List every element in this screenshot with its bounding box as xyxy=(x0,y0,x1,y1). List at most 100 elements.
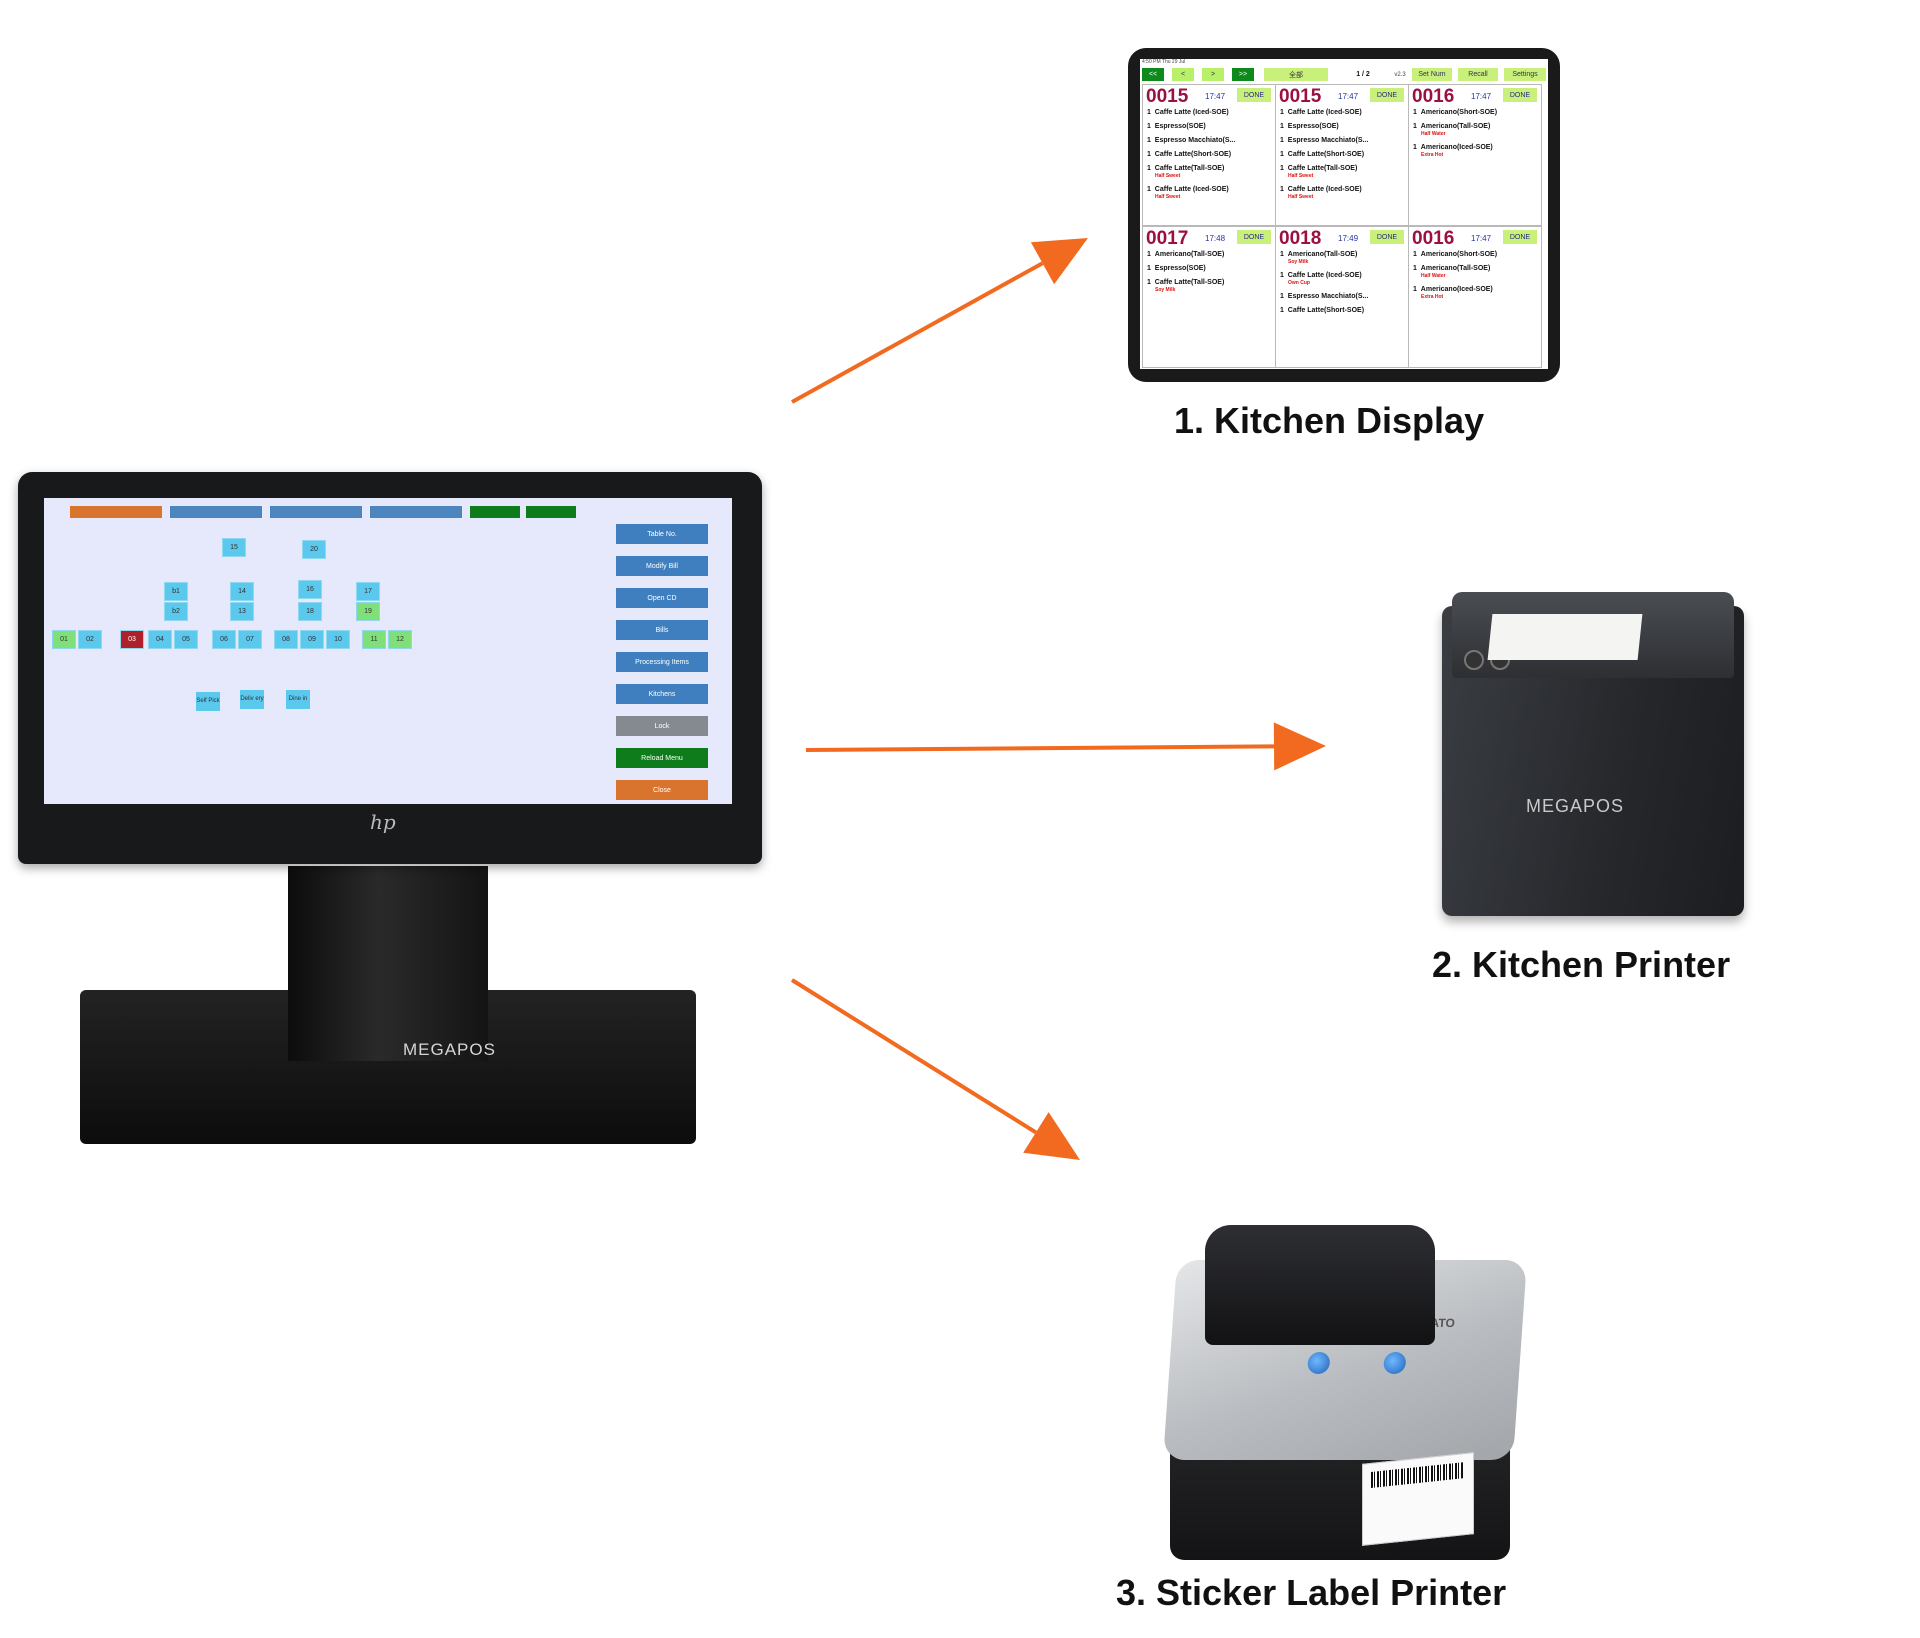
kds-order-item: 1 Caffe Latte(Short-SOE) xyxy=(1280,307,1406,314)
kds-item-modifier: Half Water xyxy=(1421,273,1446,279)
kds-order-item: 1 Espresso Macchiato(S... xyxy=(1147,137,1273,144)
kds-order-item: 1 Caffe Latte(Short-SOE) xyxy=(1147,151,1273,158)
table-button[interactable]: 08 xyxy=(274,630,298,649)
kds-order-item: 1 Americano(Tall-SOE) xyxy=(1147,251,1273,258)
kds-item-name: Caffe Latte(Short-SOE) xyxy=(1287,307,1365,314)
kds-item-name: Americano(Iced-SOE) xyxy=(1420,144,1493,151)
table-button[interactable]: 15 xyxy=(222,538,246,557)
arrow-head-icon xyxy=(1023,1112,1080,1160)
self-pick-button[interactable]: Self Pick xyxy=(196,692,220,711)
table-button[interactable]: 02 xyxy=(78,630,102,649)
table-button[interactable]: 07 xyxy=(238,630,262,649)
pos-top-tab[interactable] xyxy=(70,506,162,518)
kds-item-name: Americano(Short-SOE) xyxy=(1420,109,1498,116)
kds-item-modifier: Half Sweet xyxy=(1155,173,1181,179)
table-button[interactable]: 05 xyxy=(174,630,198,649)
kds-item-list: 1 Americano(Tall-SOE)1 Espresso(SOE)1 Ca… xyxy=(1147,251,1273,300)
kds-prev-page-button[interactable]: < xyxy=(1172,68,1194,81)
kds-item-qty: 1 xyxy=(1147,109,1151,116)
kds-done-button[interactable]: DONE xyxy=(1237,230,1271,244)
sticker-printer-caption: 3. Sticker Label Printer xyxy=(1116,1572,1507,1613)
reload-menu-button[interactable]: Reload Menu xyxy=(616,748,708,768)
table-no-button[interactable]: Table No. xyxy=(616,524,708,544)
kds-order-item: 1 Caffe Latte (Iced-SOE) xyxy=(1147,109,1273,116)
kds-done-button[interactable]: DONE xyxy=(1503,230,1537,244)
table-button[interactable]: b1 xyxy=(164,582,188,601)
table-button[interactable]: 01 xyxy=(52,630,76,649)
kds-first-page-button[interactable]: << xyxy=(1142,68,1164,81)
kds-order-time: 17:49 xyxy=(1338,234,1359,243)
kds-done-button[interactable]: DONE xyxy=(1370,88,1404,102)
kds-item-qty: 1 xyxy=(1280,186,1284,193)
table-button[interactable]: 19 xyxy=(356,602,380,621)
kds-order-item: 1 Americano(Short-SOE) xyxy=(1413,109,1539,116)
kds-status-bar: 4:50 PM Thu 29 Jul xyxy=(1142,59,1186,65)
kds-mode-button[interactable]: 全部 xyxy=(1264,68,1328,81)
kds-item-qty: 1 xyxy=(1280,151,1284,158)
kds-item-list: 1 Americano(Short-SOE)1 Americano(Tall-S… xyxy=(1413,109,1539,165)
kds-item-qty: 1 xyxy=(1280,137,1284,144)
table-button[interactable]: 18 xyxy=(298,602,322,621)
kds-item-modifier: Half Water xyxy=(1421,131,1446,137)
kds-item-name: Caffe Latte(Tall-SOE) xyxy=(1287,165,1358,172)
table-button[interactable]: 14 xyxy=(230,582,254,601)
kds-done-button[interactable]: DONE xyxy=(1370,230,1404,244)
table-button[interactable]: 13 xyxy=(230,602,254,621)
pos-top-tab[interactable] xyxy=(470,506,520,518)
kds-item-name: Americano(Tall-SOE) xyxy=(1420,265,1491,272)
kds-order-item: 1 Caffe Latte(Short-SOE) xyxy=(1280,151,1406,158)
kds-order-item: 1 Caffe Latte(Tall-SOE)Soy Milk xyxy=(1147,279,1273,293)
bills-button[interactable]: Bills xyxy=(616,620,708,640)
arrow-head-icon xyxy=(1030,238,1088,285)
table-button[interactable]: 03 xyxy=(120,630,144,649)
table-button[interactable]: 06 xyxy=(212,630,236,649)
modify-bill-button[interactable]: Modify Bill xyxy=(616,556,708,576)
table-button[interactable]: 11 xyxy=(362,630,386,649)
kds-set-num-button[interactable]: Set Num xyxy=(1412,68,1452,81)
pos-top-tab[interactable] xyxy=(270,506,362,518)
table-button[interactable]: 17 xyxy=(356,582,380,601)
pos-top-tab[interactable] xyxy=(170,506,262,518)
kds-last-page-button[interactable]: >> xyxy=(1232,68,1254,81)
table-button[interactable]: 20 xyxy=(302,540,326,559)
kds-item-modifier: Half Sweet xyxy=(1288,173,1314,179)
lock-button[interactable]: Lock xyxy=(616,716,708,736)
kds-item-qty: 1 xyxy=(1413,286,1417,293)
kds-done-button[interactable]: DONE xyxy=(1503,88,1537,102)
kitchens-button[interactable]: Kitchens xyxy=(616,684,708,704)
open-cd-button[interactable]: Open CD xyxy=(616,588,708,608)
table-button[interactable]: 10 xyxy=(326,630,350,649)
kds-order-time: 17:47 xyxy=(1471,234,1492,243)
kds-recall-button[interactable]: Recall xyxy=(1458,68,1498,81)
table-button[interactable]: 12 xyxy=(388,630,412,649)
arrow-shaft xyxy=(790,978,1037,1135)
pos-top-tab[interactable] xyxy=(370,506,462,518)
dine-in-button[interactable]: Dine in xyxy=(286,690,310,709)
table-button[interactable]: 09 xyxy=(300,630,324,649)
table-button[interactable]: b2 xyxy=(164,602,188,621)
kds-item-qty: 1 xyxy=(1413,144,1417,151)
kds-item-name: Americano(Tall-SOE) xyxy=(1154,251,1225,258)
kds-order-item: 1 Caffe Latte (Iced-SOE) xyxy=(1280,109,1406,116)
kds-settings-button[interactable]: Settings xyxy=(1504,68,1546,81)
close-button[interactable]: Close xyxy=(616,780,708,800)
processing-items-button[interactable]: Processing Items xyxy=(616,652,708,672)
pos-top-tab[interactable] xyxy=(526,506,576,518)
delivery-button[interactable]: Deliv ery xyxy=(240,690,264,709)
kds-item-qty: 1 xyxy=(1280,251,1284,258)
kds-order-item: 1 Americano(Iced-SOE)Extra Hot xyxy=(1413,286,1539,300)
kds-order-time: 17:48 xyxy=(1205,234,1226,243)
kds-item-name: Caffe Latte (Iced-SOE) xyxy=(1154,109,1229,116)
kds-item-qty: 1 xyxy=(1413,265,1417,272)
kds-done-button[interactable]: DONE xyxy=(1237,88,1271,102)
pos-screen: 15 20 b1 b2 14 13 16 18 17 19 01 02 03 0… xyxy=(44,498,732,804)
table-button[interactable]: 16 xyxy=(298,580,322,599)
table-button[interactable]: 04 xyxy=(148,630,172,649)
kds-next-page-button[interactable]: > xyxy=(1202,68,1224,81)
